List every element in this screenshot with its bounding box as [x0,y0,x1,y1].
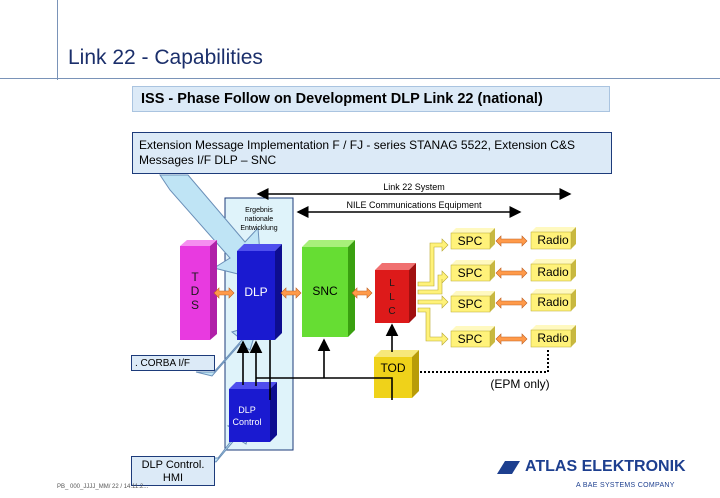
spc-label-4: SPC [458,332,483,346]
spc-label-3: SPC [458,297,483,311]
radio-label-2: Radio [537,265,569,279]
snc-label: SNC [312,284,338,298]
dlp-label: DLP [244,285,267,299]
epm-only-label: (EPM only) [490,377,549,391]
link22-system-label: Link 22 System [383,182,445,192]
corba-interface-label: . CORBA I/F [131,355,215,371]
tds-letter-t: T [191,270,199,284]
ergebnis-line-1: Ergebnis [245,207,273,214]
snc-box [302,247,348,337]
phase-banner: ISS - Phase Follow on Development DLP Li… [132,86,610,112]
extension-note: Extension Message Implementation F / FJ … [132,132,612,174]
atlas-logo-icon [497,461,520,474]
epm-dotted-line [420,350,549,373]
header-vertical-rule [57,0,58,80]
dlp-control-line-1: DLP [238,405,256,415]
header-horizontal-rule [0,78,720,79]
nile-label: NILE Communications Equipment [346,200,482,210]
ergebnis-line-2: nationale [245,216,274,223]
llc-letter-3: C [388,306,395,317]
radio-boxes [530,227,576,348]
ergebnis-line-3: Entwicklung [240,225,277,232]
dlp-control-box [229,389,270,442]
radio-label-4: Radio [537,331,569,345]
orange-connectors [213,235,528,345]
dlp-control-line-2: Control [232,417,261,427]
brand-logo-text: ATLAS ELEKTRONIK [525,458,686,475]
llc-letter-1: L [389,278,395,289]
spc-label-1: SPC [458,234,483,248]
brand-tagline: A BAE SYSTEMS COMPANY [576,482,675,489]
radio-label-1: Radio [537,233,569,247]
llc-box [375,270,409,323]
tds-letter-s: S [191,298,199,312]
tds-letter-d: D [191,284,200,298]
llc-letter-2: L [389,292,395,303]
radio-label-3: Radio [537,295,569,309]
dlp-box [237,251,275,340]
tod-label: TOD [380,361,405,375]
tds-box [180,246,210,340]
spc-boxes [450,228,495,348]
llc-spc-connectors [417,238,449,346]
black-connectors [236,323,399,400]
footer-reference: PB_ 000_JJJJ_MM/ 22 / 14.11.2... [57,484,149,490]
dlp-control-hmi-label: DLP Control. HMI [131,456,215,486]
spc-label-2: SPC [458,266,483,280]
page-title: Link 22 - Capabilities [68,46,263,69]
